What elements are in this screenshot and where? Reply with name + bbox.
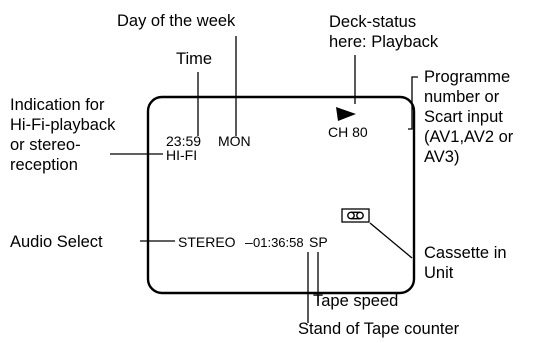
label-programme-2: number or (424, 88, 500, 106)
label-cassette-2: Unit (424, 264, 454, 282)
label-hifi-1: Indication for (10, 96, 105, 114)
osd-sound-mode: HI-FI (166, 147, 197, 163)
cassette-icon (341, 208, 370, 223)
label-programme-4: (AV1,AV2 or (424, 128, 514, 146)
label-hifi-3: or stereo- (10, 136, 81, 154)
label-deck-status-2: here: Playback (329, 33, 439, 51)
tv-screen-frame (146, 95, 416, 295)
osd-counter-dash: – (245, 234, 253, 250)
label-cassette-1: Cassette in (424, 244, 507, 262)
osd-day: MON (218, 133, 251, 149)
osd-speed: SP (309, 234, 328, 250)
osd-counter: 01:36:58 (253, 235, 304, 250)
label-programme-3: Scart input (424, 108, 503, 126)
label-time: Time (176, 50, 212, 68)
label-tape-counter: Stand of Tape counter (298, 320, 460, 338)
label-hifi-2: Hi-Fi-playback (10, 116, 116, 134)
osd-time: 23:59 (166, 133, 201, 149)
leader-cassette (369, 222, 413, 259)
label-tape-speed: Tape speed (313, 292, 398, 310)
label-programme-1: Programme (424, 68, 510, 86)
label-audio-select: Audio Select (10, 233, 103, 251)
label-day-of-week: Day of the week (117, 12, 236, 30)
play-triangle-icon (336, 107, 356, 121)
label-programme-5: AV3) (424, 148, 459, 166)
osd-audio: STEREO (178, 234, 236, 250)
osd-channel: CH 80 (328, 124, 368, 140)
label-hifi-4: reception (10, 156, 78, 174)
leader-programme (408, 76, 418, 130)
label-deck-status-1: Deck-status (329, 13, 416, 31)
